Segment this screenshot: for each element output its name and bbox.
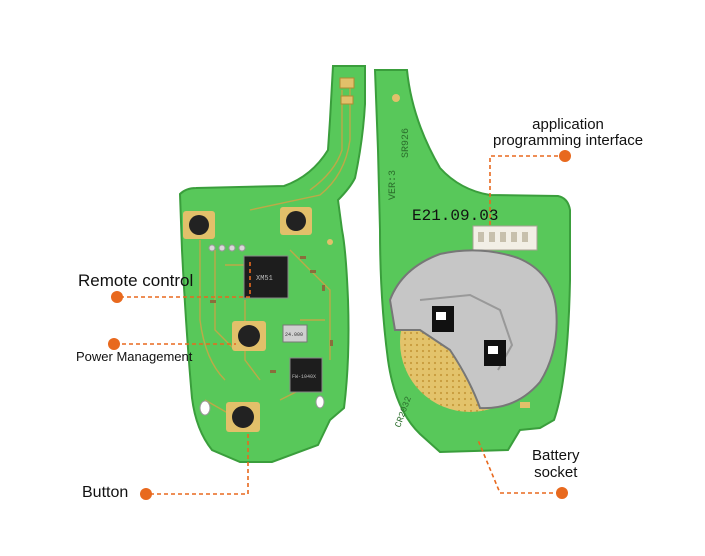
label-battery-line1: Battery — [532, 447, 580, 464]
label-battery-socket: Battery socket — [532, 447, 580, 481]
label-app-interface-line2: programming interface — [493, 132, 644, 149]
right-pcb-board: VER:3 SR926 E21.09.03 CR2032 — [373, 69, 571, 454]
label-button: Button — [82, 484, 129, 501]
callout-lines — [115, 155, 565, 495]
crystal-marking: 24.000 — [285, 332, 303, 338]
board-version-print: VER:3 — [388, 170, 399, 200]
button-bottom — [226, 402, 260, 432]
label-app-interface-line1: application — [532, 116, 604, 133]
power-chip-marking: FW-1040X — [292, 374, 316, 380]
button-top-right — [280, 207, 312, 235]
button-top-left — [183, 211, 215, 239]
date-code-print: E21.09.03 — [412, 207, 498, 225]
programming-connector — [472, 225, 538, 251]
crystal-oscillator: 24.000 — [282, 324, 308, 343]
left-pcb-board: XM51 24.000 FW-1040X — [178, 65, 366, 463]
label-app-interface: application programming interface — [493, 117, 643, 149]
power-management-chip: FW-1040X — [289, 357, 323, 393]
board-model-print: SR926 — [401, 128, 412, 158]
remote-control-chip: XM51 — [243, 255, 289, 299]
button-middle — [232, 321, 266, 351]
chip-marking: XM51 — [256, 275, 273, 283]
label-power-management: Power Management — [76, 349, 193, 364]
battery-holder — [388, 249, 558, 410]
label-battery-line2: socket — [534, 464, 578, 481]
callout-dots — [108, 150, 571, 500]
label-remote-control: Remote control — [78, 271, 194, 290]
